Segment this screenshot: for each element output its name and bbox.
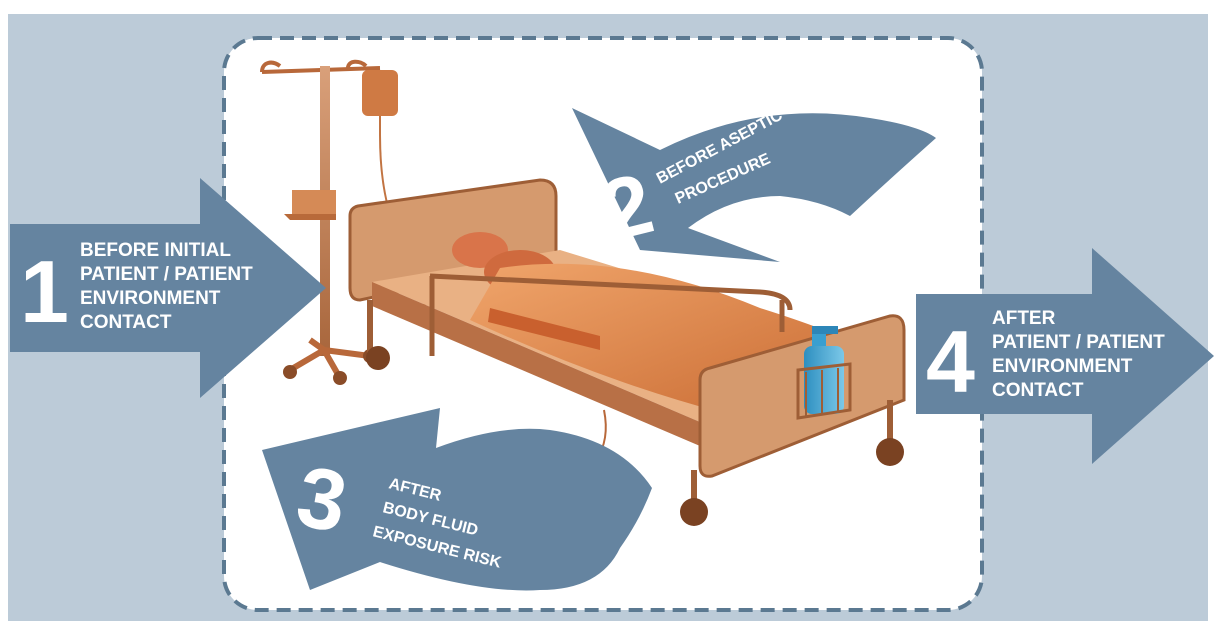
moment-1-line-3: ENVIRONMENT <box>80 288 221 309</box>
moment-1-line-2: PATIENT / PATIENT <box>80 264 253 285</box>
moment-1-line-1: BEFORE INITIAL <box>80 240 231 261</box>
moment-1-number: 1 <box>20 242 69 341</box>
moment-4-line-3: ENVIRONMENT <box>992 356 1133 377</box>
moment-1-line-4: CONTACT <box>80 312 172 333</box>
moment-4-line-1: AFTER <box>992 308 1056 329</box>
moment-4-number: 4 <box>926 312 975 411</box>
moment-4-line-4: CONTACT <box>992 380 1084 401</box>
moment-4-line-2: PATIENT / PATIENT <box>992 332 1165 353</box>
